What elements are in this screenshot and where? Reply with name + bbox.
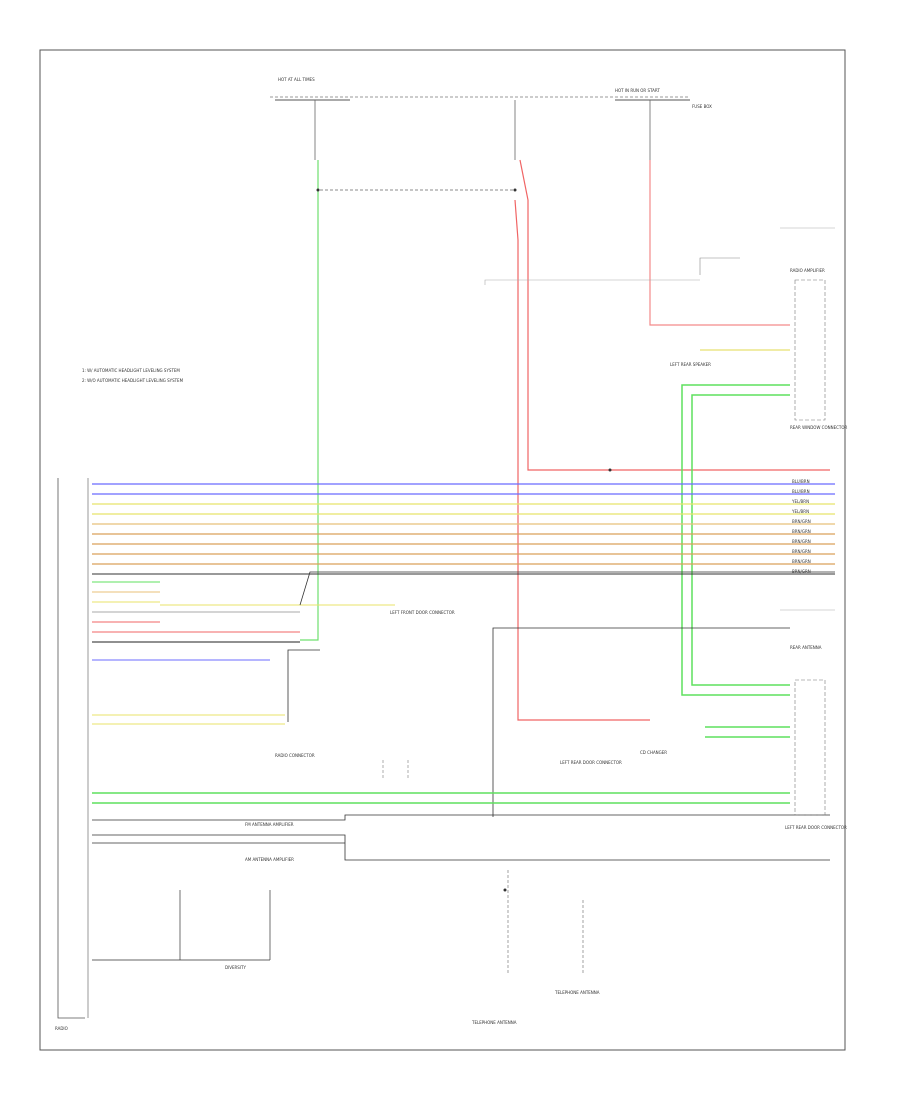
fuse-box-label: FUSE BOX xyxy=(692,104,712,109)
wire-label-1: BLU/BRN xyxy=(792,479,810,484)
wire-label-7: BRN/GRN xyxy=(792,539,811,544)
radio-bottom-label: RADIO xyxy=(55,1026,68,1031)
rear-door-connector-box xyxy=(794,679,826,816)
dashed-connector xyxy=(382,760,409,780)
fm-antenna-label: FM ANTENNA AMPLIFIER xyxy=(245,822,294,827)
red-wire-center-fuse xyxy=(519,159,830,471)
wire-label-5: BRN/GRN xyxy=(792,519,811,524)
color-bus xyxy=(92,483,835,575)
amplifier-feed xyxy=(699,257,740,275)
am-antenna-label: AM ANTENNA AMPLIFIER xyxy=(245,857,294,862)
bottom-green-pair xyxy=(92,726,790,804)
diversity-label: DIVERSITY xyxy=(225,965,246,970)
short-rows xyxy=(92,581,395,725)
rear-window-connector-label: REAR WINDOW CONNECTOR xyxy=(790,425,848,430)
left-rear-door-connector-2-label: LEFT REAR DOOR CONNECTOR xyxy=(560,760,622,765)
pink-wire-right-fuse xyxy=(649,160,790,326)
bottom-left-box xyxy=(92,890,271,961)
top-bus-left-label: HOT AT ALL TIMES xyxy=(278,77,315,82)
radio-amplifier-box xyxy=(794,279,826,421)
red-wire-center-fuse-2 xyxy=(514,199,650,721)
wire-label-9: BRN/GRN xyxy=(792,559,811,564)
radio-connector-label: RADIO CONNECTOR xyxy=(275,753,315,758)
top-bus-right-label: HOT IN RUN OR START xyxy=(615,88,660,93)
green-loop-inner xyxy=(691,394,790,686)
radio-amplifier-label: RADIO AMPLIFIER xyxy=(790,268,825,273)
wire-label-6: BRN/GRN xyxy=(792,529,811,534)
left-rear-speaker-label: LEFT REAR SPEAKER xyxy=(670,362,711,367)
wire-label-3: YEL/BRN xyxy=(792,499,810,504)
wire-label-2: BLU/BRN xyxy=(792,489,810,494)
rear-antenna-label: REAR ANTENNA xyxy=(790,645,822,650)
amplifier-gray-line xyxy=(484,279,700,285)
left-front-door-connector-label: LEFT FRONT DOOR CONNECTOR xyxy=(390,610,455,615)
outer-frame xyxy=(39,49,846,1051)
wire-label-4: YEL/BRN xyxy=(792,509,810,514)
green-loop-outer xyxy=(681,384,790,696)
legend-2: 2: W/O AUTOMATIC HEADLIGHT LEVELING SYST… xyxy=(82,378,184,383)
wire-label-10: BRN/GRN xyxy=(792,569,811,574)
legend-1: 1: W/ AUTOMATIC HEADLIGHT LEVELING SYSTE… xyxy=(82,368,180,373)
fuse-drops xyxy=(314,100,651,191)
cd-changer-label: CD CHANGER xyxy=(640,750,668,755)
splice-dots xyxy=(316,188,612,892)
telephone-antenna-2-label: TELEPHONE ANTENNA xyxy=(555,990,600,995)
wire-label-8: BRN/GRN xyxy=(792,549,811,554)
left-rear-door-connector-label: LEFT REAR DOOR CONNECTOR xyxy=(785,825,847,830)
radio-connector-bracket xyxy=(57,478,85,1019)
telephone-antenna-lines xyxy=(507,870,584,975)
black-routing xyxy=(92,571,835,861)
green-wire-left-fuse xyxy=(300,160,319,641)
telephone-antenna-1-label: TELEPHONE ANTENNA xyxy=(472,1020,517,1025)
